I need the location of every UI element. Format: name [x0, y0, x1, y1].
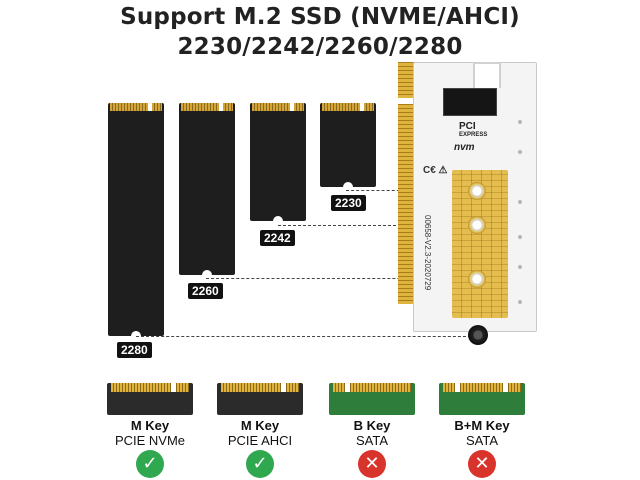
key-title: B+M Key [454, 418, 510, 433]
via-dot [518, 235, 522, 239]
certification-marks: C€ ⚠ [423, 165, 448, 176]
pcie-gold-fingers-lower [398, 104, 414, 304]
pcie-gold-fingers-upper [398, 62, 414, 98]
card-bracket-tab [473, 62, 501, 88]
via-dot [518, 150, 522, 154]
ssd-2280 [108, 103, 164, 341]
ssd-2242 [250, 103, 306, 226]
via-dot [518, 265, 522, 269]
cross-icon: ✕ [358, 450, 386, 478]
key-title: B Key [353, 418, 391, 433]
key-subtitle: SATA [355, 433, 389, 448]
leader-line-2280 [136, 336, 476, 337]
via-dot [518, 300, 522, 304]
nvm-express-logo: nvm [454, 142, 475, 153]
size-label-2260: 2260 [188, 283, 223, 299]
leader-line-2242 [278, 225, 476, 226]
m-key-ahci-connector [217, 383, 303, 415]
key-subtitle: PCIE AHCI [227, 433, 293, 448]
check-icon: ✓ [246, 450, 274, 478]
key-title: M Key [130, 418, 170, 433]
size-label-2280: 2280 [117, 342, 152, 358]
size-label-2242: 2242 [260, 230, 295, 246]
ssd-2230 [320, 103, 376, 192]
standoff-2260 [468, 270, 486, 288]
key-subtitle: SATA [465, 433, 499, 448]
cross-icon: ✕ [468, 450, 496, 478]
m2-slot [443, 88, 497, 116]
page-subtitle: 2230/2242/2260/2280 [177, 34, 463, 60]
via-dot [518, 120, 522, 124]
page-title: Support M.2 SSD (NVME/AHCI) [120, 4, 520, 30]
size-label-2230: 2230 [331, 195, 366, 211]
b-key-sata-connector [329, 383, 415, 415]
m-key-nvme-connector [107, 383, 193, 415]
key-subtitle: PCIE NVMe [114, 433, 186, 448]
mounting-screw [468, 325, 488, 345]
key-title: M Key [240, 418, 280, 433]
standoff-2230 [468, 182, 486, 200]
ssd-2260 [179, 103, 235, 280]
pci-express-logo: PCI EXPRESS [459, 121, 488, 139]
board-serial-text: 00658-V2.3-2020729 [423, 215, 432, 291]
bm-key-sata-connector [439, 383, 525, 415]
standoff-2242 [468, 216, 486, 234]
leader-line-2260 [206, 278, 476, 279]
check-icon: ✓ [136, 450, 164, 478]
via-dot [518, 200, 522, 204]
